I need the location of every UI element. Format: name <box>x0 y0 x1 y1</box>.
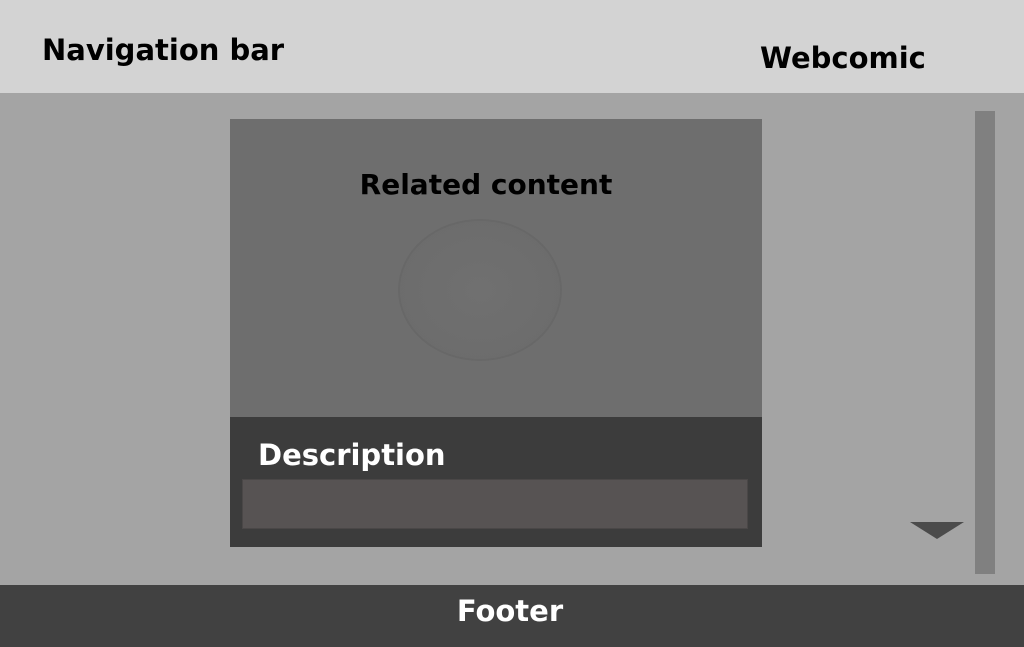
footer: Footer <box>0 585 1024 647</box>
related-content-panel: Related content <box>230 119 762 417</box>
related-content-label: Related content <box>359 168 613 201</box>
webcomic-title: Webcomic <box>760 41 926 75</box>
chevron-down-icon[interactable] <box>910 522 964 539</box>
content-card: Related content Description <box>230 119 762 547</box>
navigation-bar: Navigation bar Webcomic <box>0 0 1024 93</box>
vertical-scrollbar[interactable] <box>975 111 995 574</box>
description-box <box>242 479 748 529</box>
description-label: Description <box>258 438 446 472</box>
footer-label: Footer <box>456 594 564 628</box>
faint-placeholder-shape <box>398 219 562 361</box>
navigation-bar-label: Navigation bar <box>42 33 285 67</box>
